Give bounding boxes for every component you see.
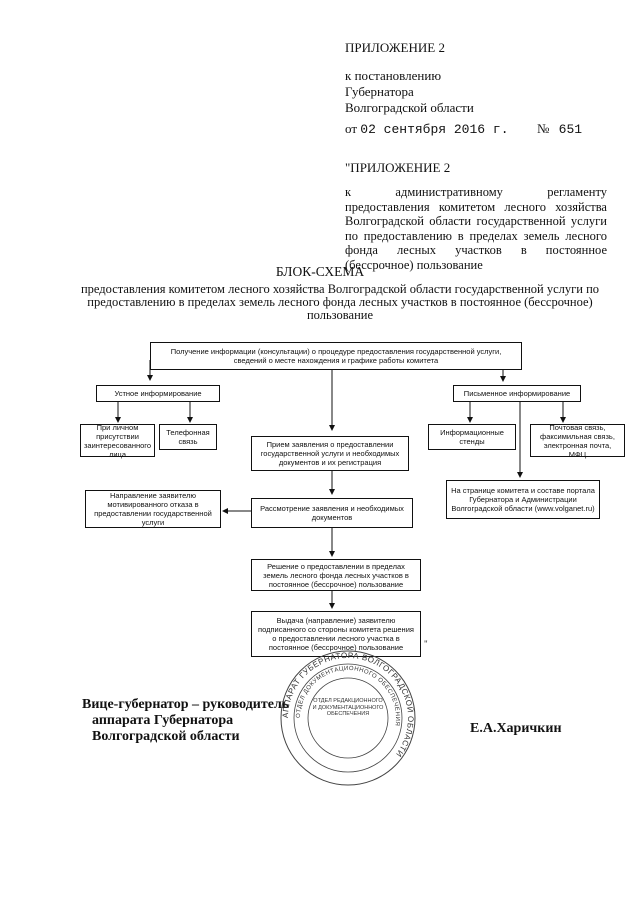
box-postal-mfc: Почтовая связь, факсимильная связь, элек…: [530, 423, 625, 459]
box-get-information: Получение информации (консультации) о пр…: [150, 342, 522, 370]
stamp-center-text: ОТДЕЛ РЕДАКЦИОННОГО И ДОКУМЕНТАЦИОННОГО …: [312, 698, 384, 717]
signature-position-line1: Вице-губернатор – руководитель: [82, 697, 290, 712]
box-refusal: Направление заявителю мотивированного от…: [85, 490, 221, 528]
number-value: 651: [558, 122, 583, 137]
official-stamp: АППАРАТ ГУБЕРНАТОРА ВОЛГОГРАДСКОЙ ОБЛАСТ…: [280, 650, 416, 786]
box-decision: Решение о предоставлении в пределах земе…: [251, 559, 421, 591]
scheme-subtitle: предоставления комитетом лесного хозяйст…: [80, 282, 600, 322]
closing-quote: ": [424, 639, 428, 649]
signature-position-line3: Волгоградской области: [92, 729, 240, 744]
box-in-person: При личном присутствии заинтересованного…: [80, 423, 155, 459]
signatory-name: Е.А.Харичкин: [470, 721, 562, 736]
scheme-title: БЛОК-СХЕМА: [275, 264, 365, 279]
appendix-2-label: "ПРИЛОЖЕНИЕ 2: [345, 160, 451, 175]
box-written-information: Письменное информирование: [453, 385, 581, 402]
box-info-stands: Информационные стенды: [428, 424, 516, 450]
box-application-reception: Прием заявления о предоставлении государ…: [251, 436, 409, 471]
number-prefix: №: [537, 121, 550, 136]
box-issue-decision: Выдача (направление) заявителю подписанн…: [251, 611, 421, 657]
box-oral-information: Устное информирование: [96, 385, 220, 402]
decree-ref-line3: Волгоградской области: [345, 100, 474, 115]
box-review: Рассмотрение заявления и необходимых док…: [251, 498, 413, 528]
date-line: от 02 сентября 2016 г. № 651: [345, 121, 582, 138]
signature-position-line2: аппарата Губернатора: [92, 713, 234, 728]
appendix-label: ПРИЛОЖЕНИЕ 2: [345, 40, 445, 55]
regulation-reference: к административному регламенту предостав…: [345, 185, 607, 272]
box-telephone: Телефонная связь: [159, 424, 217, 450]
box-web-portal: На странице комитета и составе портала Г…: [446, 480, 600, 519]
decree-ref-line1: к постановлению: [345, 68, 442, 83]
decree-ref-line2: Губернатора: [345, 84, 414, 99]
date-value: 02 сентября 2016 г.: [360, 122, 509, 137]
date-prefix: от: [345, 121, 358, 136]
